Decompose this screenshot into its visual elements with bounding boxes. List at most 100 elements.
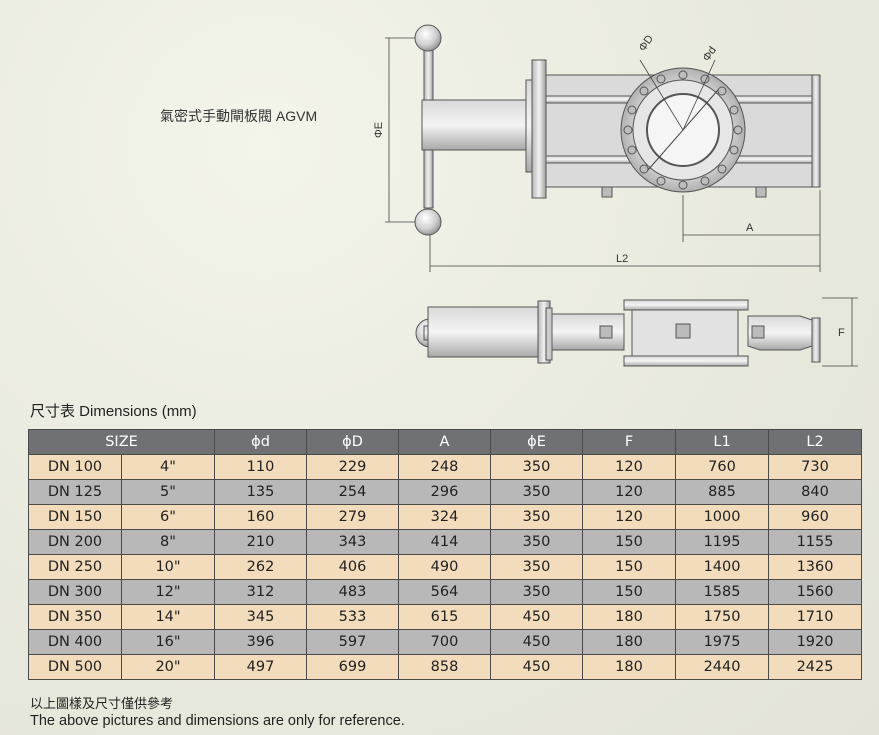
note-english: The above pictures and dimensions are on… <box>30 713 405 729</box>
handwheel-ball-top <box>414 24 442 52</box>
table-cell: 483 <box>306 579 400 605</box>
table-cell: 1560 <box>768 579 863 605</box>
table-cell: 345 <box>214 604 308 630</box>
table-cell: 960 <box>768 504 863 530</box>
table-cell: 406 <box>306 554 400 580</box>
table-cell: 490 <box>398 554 492 580</box>
table-cell: 20" <box>120 654 216 680</box>
table-cell: DN 500 <box>28 654 122 680</box>
table-cell: 160 <box>214 504 308 530</box>
table-cell: 396 <box>214 629 308 655</box>
table-cell: DN 150 <box>28 504 122 530</box>
table-cell: 840 <box>768 479 863 505</box>
header-l2: L2 <box>768 429 863 455</box>
table-cell: 450 <box>490 629 584 655</box>
header-e: ϕE <box>490 429 584 455</box>
table-cell: 180 <box>582 604 677 630</box>
table-cell: 5" <box>120 479 216 505</box>
table-cell: 1975 <box>675 629 770 655</box>
dimension-a <box>429 190 821 272</box>
table-cell: 350 <box>490 454 584 480</box>
table-cell: DN 100 <box>28 454 122 480</box>
table-cell: 350 <box>490 579 584 605</box>
table-cell: 14" <box>120 604 216 630</box>
table-cell: DN 300 <box>28 579 122 605</box>
valve-technical-drawing: ΦE ΦD Φd A L2 F <box>373 24 858 367</box>
header-f: F <box>582 429 677 455</box>
table-cell: 229 <box>306 454 400 480</box>
handwheel-ball-bottom <box>414 208 442 236</box>
table-cell: DN 125 <box>28 479 122 505</box>
table-cell: DN 400 <box>28 629 122 655</box>
table-cell: 2425 <box>768 654 863 680</box>
table-cell: 8" <box>120 529 216 555</box>
table-cell: 150 <box>582 579 677 605</box>
table-cell: 312 <box>214 579 308 605</box>
table-cell: 6" <box>120 504 216 530</box>
table-cell: 262 <box>214 554 308 580</box>
table-cell: 120 <box>582 479 677 505</box>
table-cell: DN 350 <box>28 604 122 630</box>
product-caption: 氣密式手動閘板閥 AGVM <box>160 108 318 124</box>
table-cell: 180 <box>582 629 677 655</box>
table-cell: 350 <box>490 479 584 505</box>
table-cell: 10" <box>120 554 216 580</box>
table-cell: 343 <box>306 529 400 555</box>
table-cell: 533 <box>306 604 400 630</box>
table-cell: 699 <box>306 654 400 680</box>
table-cell: 1360 <box>768 554 863 580</box>
table-cell: 120 <box>582 454 677 480</box>
table-cell: 279 <box>306 504 400 530</box>
table-cell: 210 <box>214 529 308 555</box>
table-cell: 150 <box>582 529 677 555</box>
table-cell: 324 <box>398 504 492 530</box>
table-cell: 885 <box>675 479 770 505</box>
table-cell: DN 200 <box>28 529 122 555</box>
table-cell: 497 <box>214 654 308 680</box>
header-large-d: ϕD <box>306 429 400 455</box>
label-phi-d-large: ΦD <box>637 33 656 54</box>
table-cell: 4" <box>120 454 216 480</box>
table-cell: 597 <box>306 629 400 655</box>
table-cell: 730 <box>768 454 863 480</box>
header-small-d: ϕd <box>214 429 308 455</box>
table-cell: 450 <box>490 604 584 630</box>
label-f: F <box>838 327 845 339</box>
table-cell: 135 <box>214 479 308 505</box>
label-phi-d-small: Φd <box>701 45 719 64</box>
table-cell: 1195 <box>675 529 770 555</box>
table-cell: 760 <box>675 454 770 480</box>
table-cell: 1400 <box>675 554 770 580</box>
note-chinese: 以上圖樣及尺寸僅供參考 <box>30 696 174 711</box>
table-cell: 150 <box>582 554 677 580</box>
table-cell: 1920 <box>768 629 863 655</box>
label-l2: L2 <box>616 253 628 265</box>
table-cell: 350 <box>490 554 584 580</box>
table-cell: 16" <box>120 629 216 655</box>
dimension-f <box>822 297 858 367</box>
table-header-row: SIZE ϕd ϕD A ϕE F L1 L2 <box>27 429 863 455</box>
table-cell: 120 <box>582 504 677 530</box>
table-cell: 350 <box>490 529 584 555</box>
table-cell: 1585 <box>675 579 770 605</box>
table-cell: 2440 <box>675 654 770 680</box>
table-cell: 858 <box>398 654 492 680</box>
table-cell: 450 <box>490 654 584 680</box>
top-view <box>414 24 821 236</box>
side-view <box>415 299 821 367</box>
table-cell: 180 <box>582 654 677 680</box>
label-a: A <box>746 222 754 234</box>
table-cell: 700 <box>398 629 492 655</box>
dimension-phi-e <box>385 37 415 223</box>
table-cell: 564 <box>398 579 492 605</box>
header-l1: L1 <box>675 429 770 455</box>
table-title: 尺寸表 Dimensions (mm) <box>30 403 197 420</box>
